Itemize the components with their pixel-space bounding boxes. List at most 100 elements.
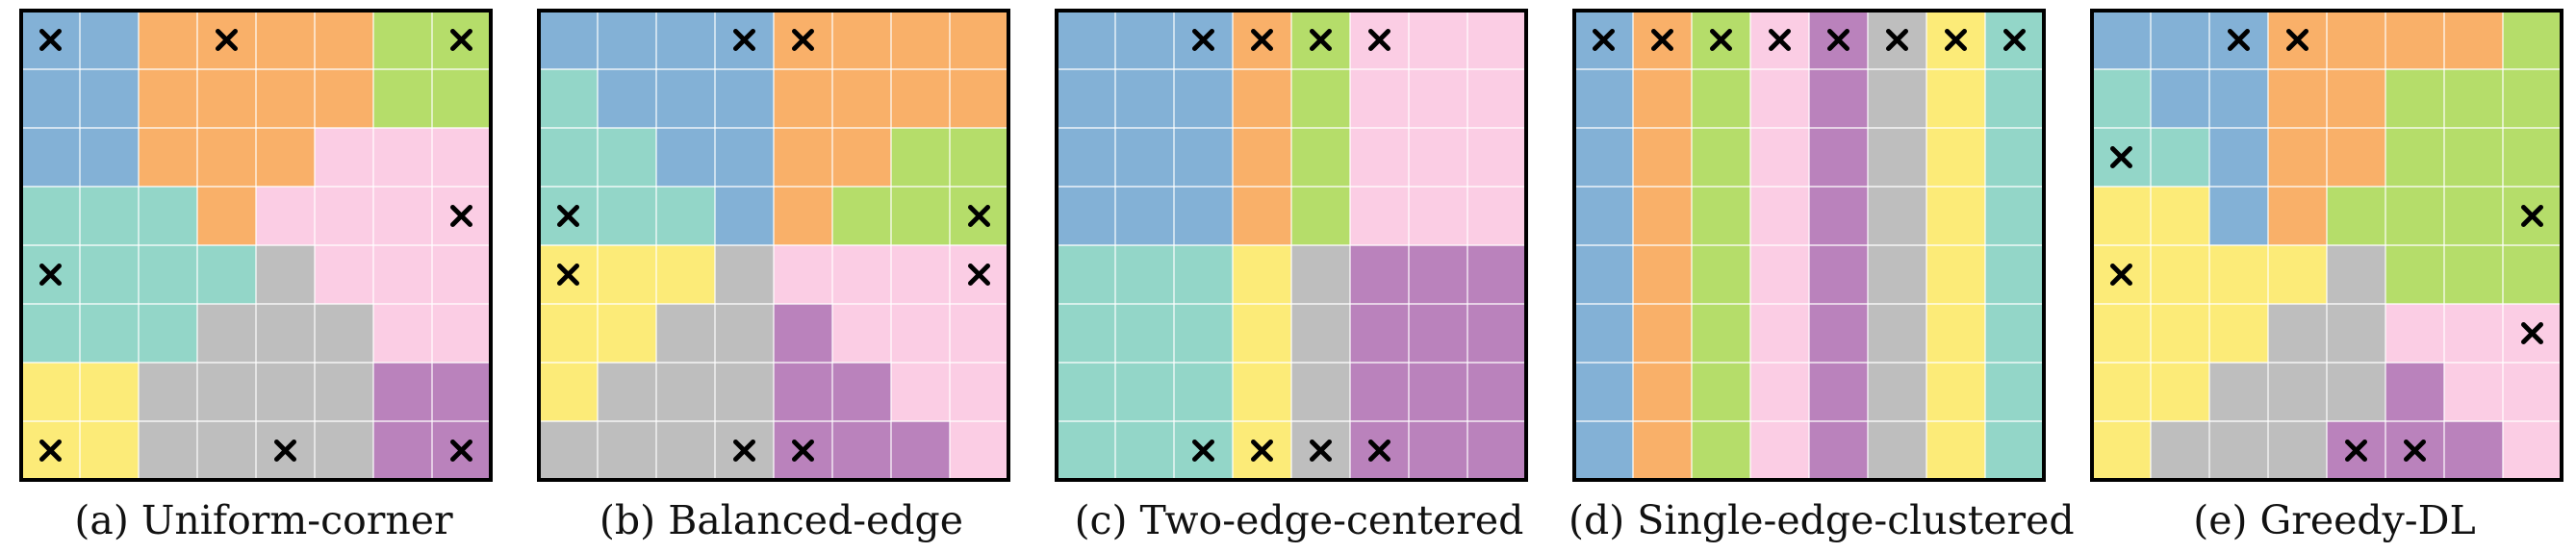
- caption-balanced-edge: (b) Balanced-edge: [599, 497, 964, 543]
- grid-cell: [1115, 245, 1174, 304]
- grid-cell: [1467, 245, 1526, 304]
- grid-cell: [139, 128, 197, 187]
- grid-frame: [2090, 9, 2563, 482]
- grid-cell: [1750, 363, 1809, 421]
- grid-cell: [1057, 421, 1115, 480]
- grid-cell: [539, 363, 598, 421]
- caption-uniform-corner: (a) Uniform-corner: [74, 497, 453, 543]
- grid-cell: [432, 304, 491, 363]
- grid-cell: [1057, 363, 1115, 421]
- grid-cell: [1633, 128, 1692, 187]
- grid-cell: [1115, 421, 1174, 480]
- grid-cell: [2385, 128, 2444, 187]
- grid-cell: [1574, 187, 1633, 245]
- grid-cell: [2503, 245, 2562, 304]
- grid-cell: [2268, 421, 2327, 480]
- grid-cell: [1574, 69, 1633, 128]
- x-mark-icon: [1368, 440, 1390, 462]
- grid-cell: [598, 304, 656, 363]
- grid-cell: [598, 245, 656, 304]
- grid-cell: [1750, 304, 1809, 363]
- grid-cell: [80, 69, 139, 128]
- grid-cell: [1467, 363, 1526, 421]
- grid-cell: [1174, 304, 1233, 363]
- grid-cell: [373, 69, 432, 128]
- grid-cell: [1985, 363, 2044, 421]
- grid-cell: [1868, 363, 1926, 421]
- x-mark-icon: [1886, 29, 1908, 51]
- grid-balanced-edge: [537, 9, 1010, 482]
- grid-cell: [598, 187, 656, 245]
- grid-cell: [2327, 245, 2385, 304]
- grid-cell: [197, 128, 256, 187]
- x-mark-icon: [1368, 29, 1390, 51]
- grid-cell: [1057, 11, 1115, 69]
- x-mark-icon: [1827, 29, 1849, 51]
- grid-cell: [891, 128, 950, 187]
- grid-cell: [2151, 421, 2209, 480]
- grid-cell: [2092, 187, 2151, 245]
- x-mark-icon: [557, 205, 579, 227]
- grid-frame: [537, 9, 1010, 482]
- grid-cell: [139, 304, 197, 363]
- grid-cell: [1985, 128, 2044, 187]
- grid-two-edge-centered: [1055, 9, 1528, 482]
- grid-cell: [598, 363, 656, 421]
- grid-cell: [950, 363, 1008, 421]
- grid-cell: [1692, 363, 1750, 421]
- grid-cell: [315, 363, 373, 421]
- grid-cell: [2151, 245, 2209, 304]
- grid-cell: [1409, 245, 1467, 304]
- grid-cell: [2385, 304, 2444, 363]
- grid-cell: [2209, 69, 2268, 128]
- x-mark-icon: [2521, 322, 2543, 344]
- grid-cell: [2327, 11, 2385, 69]
- grid-cell: [1409, 11, 1467, 69]
- grid-cell: [832, 245, 891, 304]
- grid-cell: [315, 128, 373, 187]
- grid-cell: [315, 11, 373, 69]
- grid-cell: [832, 11, 891, 69]
- x-mark-icon: [450, 440, 472, 462]
- grid-cell: [2092, 69, 2151, 128]
- grid-cell: [1574, 245, 1633, 304]
- grid-cell: [139, 187, 197, 245]
- x-mark-icon: [1192, 440, 1214, 462]
- grid-cell: [1868, 69, 1926, 128]
- grid-cell: [1868, 187, 1926, 245]
- grid-cell: [80, 363, 139, 421]
- grid-frame: [1055, 9, 1528, 482]
- grid-cell: [2151, 69, 2209, 128]
- grid-cell: [2209, 421, 2268, 480]
- x-mark-icon: [2345, 440, 2367, 462]
- grid-cell: [197, 363, 256, 421]
- x-mark-icon: [1769, 29, 1791, 51]
- grid-cell: [1985, 421, 2044, 480]
- grid-cell: [1692, 187, 1750, 245]
- grid-cell: [656, 421, 715, 480]
- grid-cell: [1115, 11, 1174, 69]
- grid-cell: [2444, 245, 2503, 304]
- grid-cell: [774, 128, 832, 187]
- x-mark-icon: [1251, 440, 1273, 462]
- grid-cell: [197, 245, 256, 304]
- grid-cell: [1750, 69, 1809, 128]
- grid-cell: [197, 304, 256, 363]
- caption-two-edge-centered: (c) Two-edge-centered: [1074, 497, 1524, 543]
- grid-cell: [197, 421, 256, 480]
- grid-cell: [256, 363, 315, 421]
- grid-cell: [1174, 245, 1233, 304]
- grid-cell: [1809, 363, 1868, 421]
- grid-cell: [1115, 128, 1174, 187]
- x-mark-icon: [450, 205, 472, 227]
- grid-cell: [1750, 187, 1809, 245]
- grid-cell: [2151, 128, 2209, 187]
- grid-cell: [1692, 69, 1750, 128]
- grid-cell: [1467, 128, 1526, 187]
- x-mark-icon: [1945, 29, 1967, 51]
- grid-cell: [2503, 11, 2562, 69]
- grid-cell: [1574, 304, 1633, 363]
- grid-cell: [598, 69, 656, 128]
- grid-cell: [2151, 363, 2209, 421]
- grid-cell: [539, 11, 598, 69]
